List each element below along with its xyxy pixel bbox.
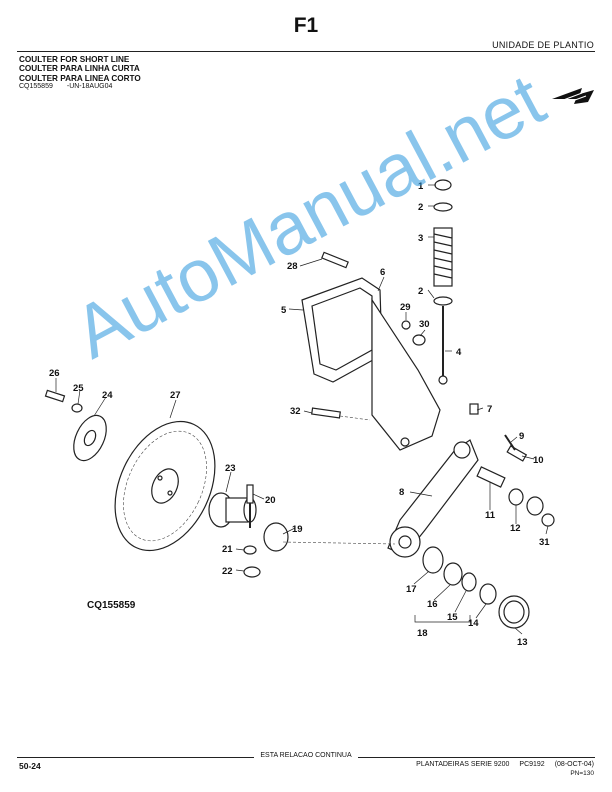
- callout: 6: [380, 267, 385, 278]
- figure-reference: CQ155859: [87, 600, 136, 611]
- exploded-parts-diagram: 1 2 3 2 4 5 6 7 8 9 10 11 12 13 14 15 16…: [44, 179, 555, 648]
- callout: 27: [170, 390, 181, 401]
- book-code: PC9192: [519, 761, 545, 768]
- callout: 28: [287, 261, 298, 272]
- callout: 14: [468, 618, 479, 629]
- callout: 9: [519, 431, 524, 442]
- callout: 11: [485, 510, 496, 521]
- callout: 10: [533, 455, 544, 466]
- pivot-hardware: [476, 445, 555, 527]
- callout: 3: [418, 233, 423, 244]
- callout: 25: [73, 383, 84, 394]
- pn-number: PN=130: [570, 770, 594, 777]
- section-title: UNIDADE DE PLANTIO: [492, 40, 594, 50]
- callout: 7: [487, 404, 492, 415]
- callout: 12: [510, 523, 521, 534]
- mounting-bolts: [311, 251, 516, 451]
- book-title: PLANTADEIRAS SERIE 9200: [416, 761, 510, 768]
- footer-info: PLANTADEIRAS SERIE 9200 PC9192 (08-OCT-04): [416, 761, 594, 768]
- callout: 31: [539, 537, 550, 548]
- illustration-reference: CQ155859 -UN-18AUG04: [19, 83, 112, 90]
- continues-text: ESTA RELACAO CONTINUA: [254, 752, 358, 759]
- header-rule: [17, 51, 595, 52]
- page-number: 50-24: [19, 761, 41, 771]
- callout: 15: [447, 612, 458, 623]
- coulter-disc: [114, 420, 216, 552]
- callout: 18: [417, 628, 428, 639]
- title-portuguese: COULTER PARA LINHA CURTA: [19, 64, 140, 74]
- coulter-bracket: [301, 277, 441, 451]
- callout-leaders: [55, 184, 549, 635]
- title-spanish: COULTER PARA LINEA CORTO: [19, 73, 141, 83]
- callout: 23: [225, 463, 236, 474]
- ref-code: CQ155859: [19, 83, 53, 90]
- callout: 20: [265, 495, 276, 506]
- direction-arrow-icon: [552, 88, 594, 105]
- callout: 13: [517, 637, 528, 648]
- book-date: (08-OCT-04): [554, 761, 594, 768]
- callout: 1: [418, 181, 424, 192]
- callout: 24: [102, 390, 113, 401]
- callout: 22: [222, 566, 233, 577]
- spring-assembly: [433, 179, 453, 385]
- disc-hub: [208, 484, 289, 578]
- callout: 17: [406, 584, 417, 595]
- callout: 32: [290, 406, 301, 417]
- callout: 29: [400, 302, 411, 313]
- title-english: COULTER FOR SHORT LINE: [19, 55, 130, 64]
- page-id: F1: [293, 14, 319, 37]
- disc-flange: [44, 389, 107, 462]
- callout: 2: [418, 286, 423, 297]
- callout: 8: [399, 487, 404, 498]
- hub-bearing-set: [422, 546, 530, 629]
- ref-date: -UN-18AUG04: [66, 83, 113, 90]
- continues-notice: ESTA RELACAO CONTINUA: [0, 752, 612, 759]
- callout: 4: [456, 347, 462, 358]
- callout: 30: [419, 319, 430, 330]
- callout: 19: [292, 524, 303, 535]
- callout: 5: [281, 305, 287, 316]
- callout: 2: [418, 202, 423, 213]
- group-titles: COULTER FOR SHORT LINE COULTER PARA LINH…: [19, 55, 141, 83]
- callout: 26: [49, 368, 60, 379]
- coulter-arm: [387, 439, 479, 558]
- callout: 21: [222, 544, 233, 555]
- callout-labels: 1 2 3 2 4 5 6 7 8 9 10 11 12 13 14 15 16…: [49, 181, 550, 648]
- callout: 16: [427, 599, 438, 610]
